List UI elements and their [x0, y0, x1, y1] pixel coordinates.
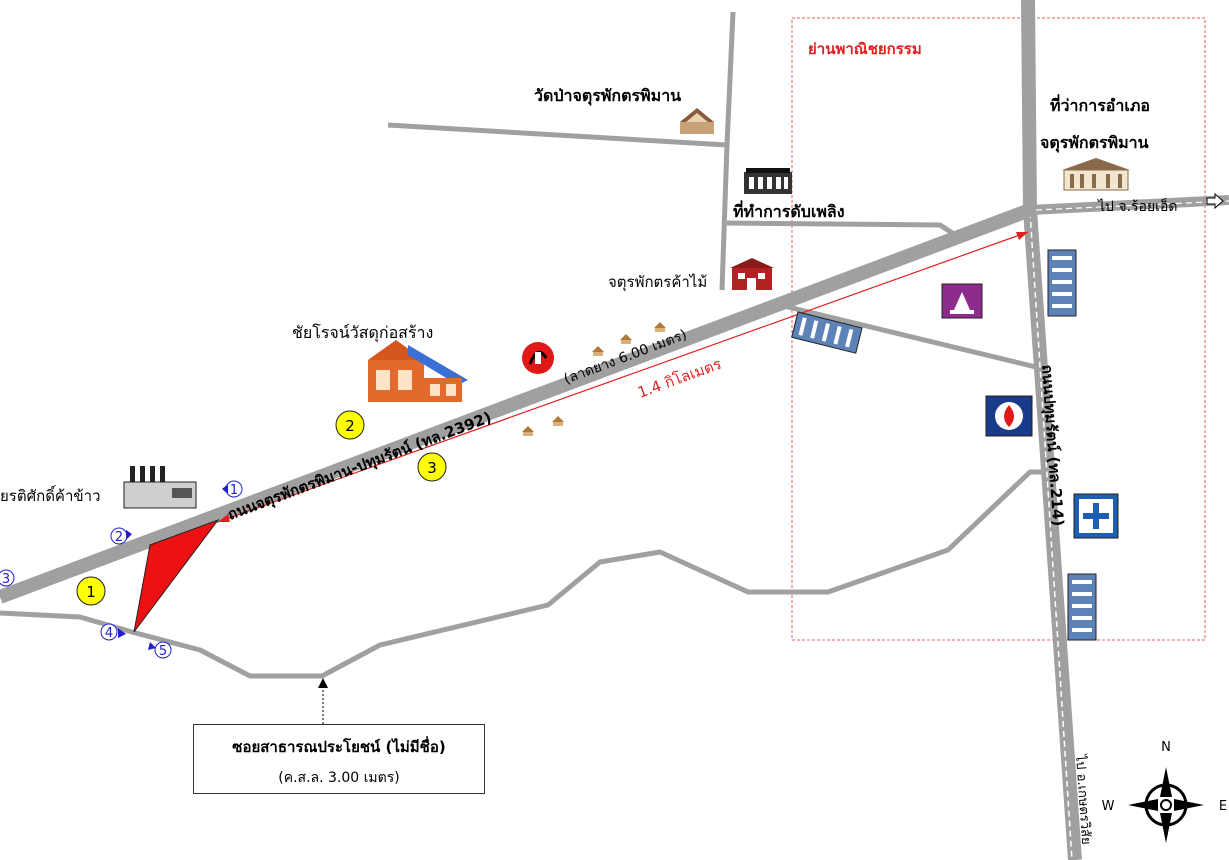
house-icon: [592, 346, 604, 356]
public-alley-title: ซอยสาธารณประโยชน์ (ไม่มีชื่อ): [232, 738, 446, 756]
timber-shop-label: จตุรพักตรค้าไม้: [608, 273, 707, 292]
district-office-label-2: จตุรพักตรพิมาน: [1040, 133, 1149, 153]
shrine-icon: [941, 283, 983, 319]
photo-point-2: 2: [110, 527, 132, 545]
public-alley-note-box: ซอยสาธารณประโยชน์ (ไม่มีชื่อ) (ค.ส.ล. 3.…: [193, 724, 485, 794]
zone-marker-1: 1: [76, 576, 106, 606]
road-fire-station: [726, 220, 962, 241]
road-north-vertical: [719, 11, 736, 291]
road-to-roiet: [1029, 195, 1229, 215]
fire-station-label: ที่ทำการดับเพลิง: [733, 200, 845, 221]
commercial-zone-label: ย่านพาณิชยกรรม: [808, 40, 922, 58]
svg-text:1: 1: [230, 483, 238, 498]
minor-roads: [0, 11, 1045, 679]
commercial-zone-boundary: [791, 17, 1206, 641]
hospital-icon: [1073, 493, 1119, 539]
temple-icon: [680, 108, 714, 134]
svg-text:2: 2: [345, 417, 355, 435]
fire-station-icon: [744, 168, 792, 194]
to-south-label: ไป อ.เกษตรวิสัย: [1072, 753, 1094, 845]
hardware-store-label: ชัยโรจน์วัสดุก่อสร้าง: [292, 323, 433, 343]
shophouse-icon: [1067, 573, 1097, 641]
svg-text:3: 3: [2, 572, 10, 587]
distance-line: [217, 231, 1029, 523]
compass-rose-icon: N W E: [1102, 740, 1227, 843]
svg-text:4: 4: [105, 626, 113, 641]
house-icon: [552, 416, 564, 426]
to-roiet-label: ไป จ.ร้อยเอ็ด: [1097, 197, 1177, 215]
road-branch-east: [779, 302, 1041, 371]
zone-marker-3: 3: [417, 452, 447, 482]
public-alley-subtitle: (ค.ส.ล. 3.00 เมตร): [278, 770, 400, 786]
photo-point-4: 4: [100, 623, 126, 641]
temple-label: วัดป่าจตุรพักตรพิมาน: [534, 86, 681, 106]
hardware-store-icon: [368, 340, 468, 402]
house-icon: [654, 322, 666, 332]
gas-station-red-icon: [522, 342, 554, 374]
compass-e: E: [1219, 799, 1227, 814]
rice-mill-label: ยรติศักดิ์ค้าข้าว: [0, 485, 101, 505]
svg-text:1: 1: [86, 583, 96, 601]
house-icons: [522, 322, 666, 436]
zone-marker-2: 2: [335, 410, 365, 440]
photo-point-1: 1: [222, 480, 243, 498]
svg-text:5: 5: [159, 644, 167, 659]
distance-label: 1.4 กิโลเมตร: [635, 355, 724, 402]
district-office-label-1: ที่ว่าการอำเภอ: [1050, 94, 1150, 115]
timber-shop-icon: [730, 258, 774, 290]
main-road-2392: [0, 203, 1033, 604]
house-icon: [620, 334, 632, 344]
road-temple: [387, 122, 728, 148]
house-icon: [522, 426, 534, 436]
photo-points: 1 2 3 4 5: [0, 480, 243, 659]
district-office-icon: [1062, 158, 1130, 191]
zone-markers: 1 2 3: [76, 410, 447, 606]
photo-point-3: 3: [0, 569, 15, 587]
svg-text:3: 3: [427, 459, 437, 477]
shophouse-icon: [1047, 249, 1077, 317]
subject-plot: [133, 518, 220, 633]
svg-text:2: 2: [115, 530, 123, 545]
compass-w: W: [1102, 799, 1115, 814]
road-south-soi: [0, 469, 1045, 679]
photo-point-5: 5: [148, 641, 172, 659]
compass-n: N: [1161, 740, 1171, 755]
shophouse-icon: [791, 311, 863, 354]
gas-station-icon: [985, 395, 1033, 437]
arrow-right-icon: [1206, 192, 1224, 210]
rice-mill-icon: [123, 466, 197, 509]
